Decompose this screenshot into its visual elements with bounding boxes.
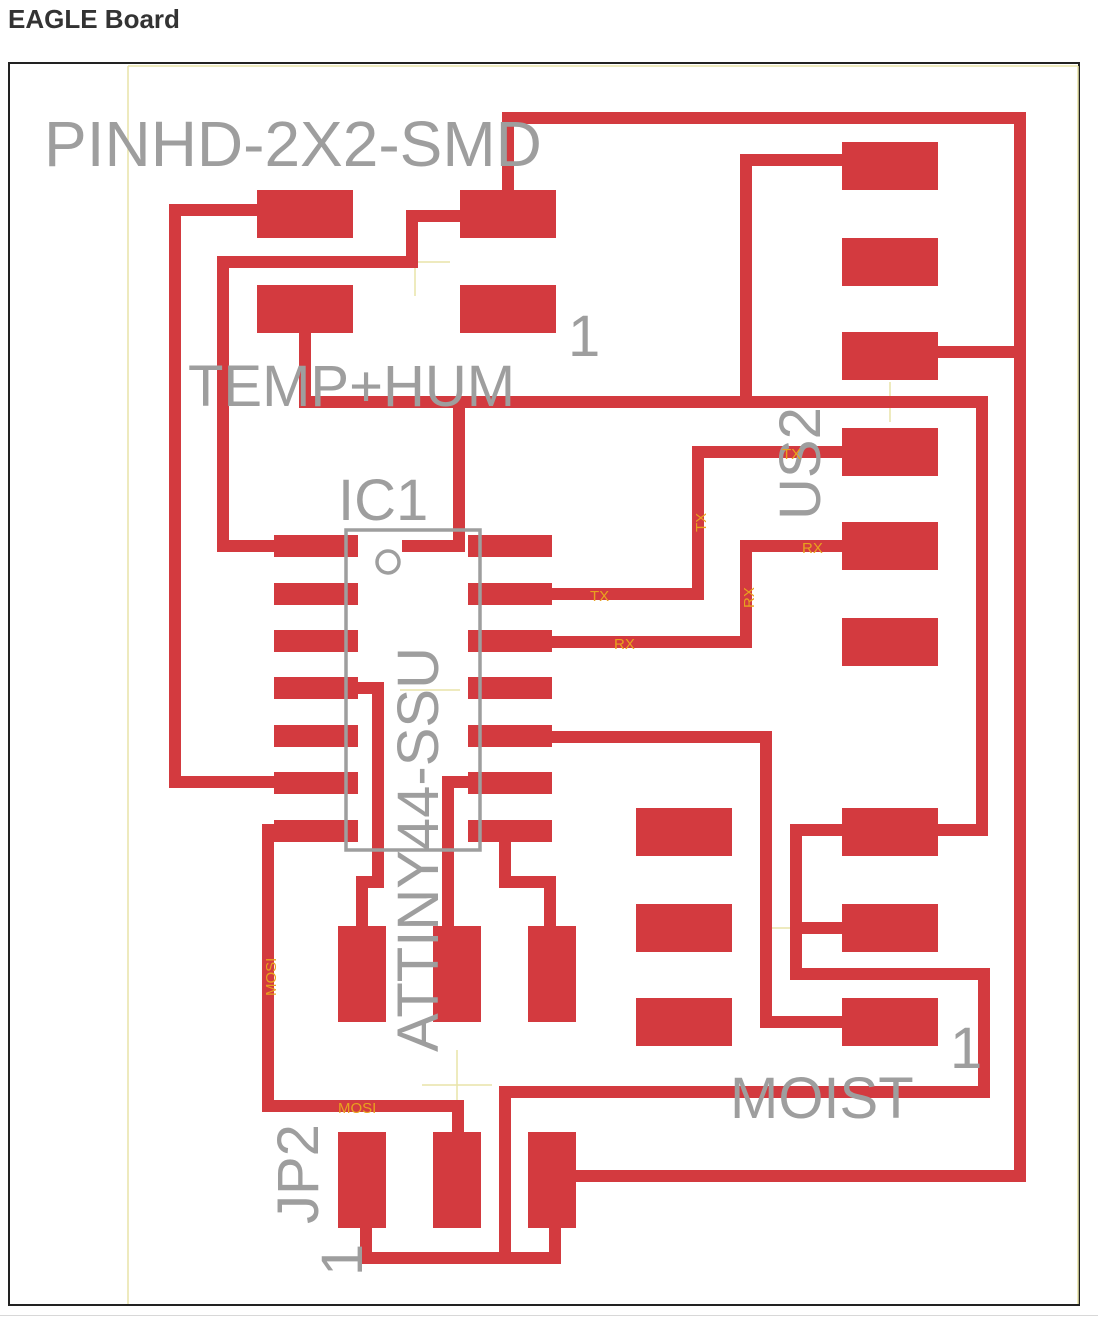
signal-mosi-1: MOSI (263, 958, 280, 996)
trace-tx (514, 446, 894, 600)
pinhd-pad-3 (257, 285, 353, 333)
label-moist: MOIST (730, 1066, 914, 1131)
trace-ic1-moist (514, 731, 894, 1028)
label-attiny: ATTINY44-SSU (386, 647, 451, 1052)
jp2-pad-2 (433, 1132, 481, 1228)
signal-mosi-2: MOSI (338, 1100, 376, 1117)
aux-pad-3 (528, 926, 576, 1022)
trace-temp-bus (299, 302, 988, 836)
aux-pad-2 (433, 926, 481, 1022)
trace-ic1-pad-a (324, 682, 384, 981)
us2-pad-2 (842, 238, 938, 286)
aux-pad-1 (338, 926, 386, 1022)
label-ic1: IC1 (338, 468, 428, 533)
signal-tx-1: TX (590, 588, 609, 605)
moist-pad-b3 (842, 998, 938, 1046)
trace-vcc-drop (402, 396, 465, 552)
ic1-pad-l7 (274, 820, 358, 842)
pinhd-pad-4 (460, 285, 556, 333)
label-temp-hum: TEMP+HUM (188, 354, 515, 419)
us2-pad-3 (842, 332, 938, 380)
footer-rule (0, 1315, 1098, 1316)
us2-pads (842, 142, 938, 666)
ic1-pad-l1 (274, 535, 358, 557)
trace-top-loop (502, 112, 1026, 1182)
jp2-pad-1 (338, 1132, 386, 1228)
jp2-pads (338, 1132, 576, 1228)
ic1-pad-l2 (274, 583, 358, 605)
signal-rx-1: RX (614, 636, 635, 653)
ic1-pad-l5 (274, 725, 358, 747)
ic1-pad-r3 (468, 630, 552, 652)
moist-pad-a3 (636, 998, 732, 1046)
signal-labels: TX TX TX RX RX RX MOSI MOSI (263, 446, 823, 1117)
moist-pad-a2 (636, 904, 732, 952)
pinhd-pad-2 (460, 190, 556, 238)
us2-pad-4 (842, 428, 938, 476)
signal-rx-3: RX (802, 540, 823, 557)
ic1-silkscreen (344, 528, 482, 852)
ic1-pad-l3 (274, 630, 358, 652)
moist-pad-b1 (842, 808, 938, 856)
label-pinhd-pin1: 1 (568, 304, 600, 369)
ic1-pads (274, 535, 552, 842)
ic1-pad-r4 (468, 677, 552, 699)
ic1-pad-r5 (468, 725, 552, 747)
signal-tx-3: TX (782, 446, 801, 463)
ic1-pad-l4 (274, 677, 358, 699)
us2-pad-6 (842, 618, 938, 666)
signal-tx-2: TX (693, 513, 710, 532)
board-outline (127, 65, 1079, 1304)
ic1-body-outline (344, 528, 482, 852)
signal-rx-2: RX (741, 587, 758, 608)
pinhd-pads (257, 190, 556, 333)
label-us2: US2 (768, 407, 833, 520)
ic1-pad-r7 (468, 820, 552, 842)
label-moist-pin1: 1 (950, 1016, 982, 1081)
trace-left-outer (169, 204, 336, 788)
pinhd-pad-1 (257, 190, 353, 238)
moist-pad-a1 (636, 808, 732, 856)
jp2-pad-3 (528, 1132, 576, 1228)
us2-pad-5 (842, 522, 938, 570)
trace-jp2-bus (360, 1200, 561, 1264)
label-jp2: JP2 (266, 1124, 331, 1224)
ic1-pin1-dot (375, 549, 401, 575)
trace-rx (514, 540, 894, 648)
page-title: EAGLE Board (8, 4, 180, 34)
ic1-pad-r2 (468, 583, 552, 605)
moist-pads (636, 808, 938, 1046)
trace-jp2-return (499, 922, 990, 1264)
trace-us2-top (740, 154, 894, 406)
ic1-pad-r6 (468, 772, 552, 794)
label-jp2-pin1: 1 (310, 1244, 375, 1276)
ic1-aux-pads (338, 926, 576, 1022)
moist-pad-b2 (842, 904, 938, 952)
ic1-pad-r1 (468, 535, 552, 557)
label-pinhd: PINHD-2X2-SMD (44, 108, 542, 180)
silkscreen-labels: PINHD-2X2-SMD 1 TEMP+HUM IC1 ATTINY44-SS… (44, 108, 982, 1276)
ic1-pad-l6 (274, 772, 358, 794)
trace-pinhd-ic1 (217, 210, 514, 552)
us2-pad-1 (842, 142, 938, 190)
